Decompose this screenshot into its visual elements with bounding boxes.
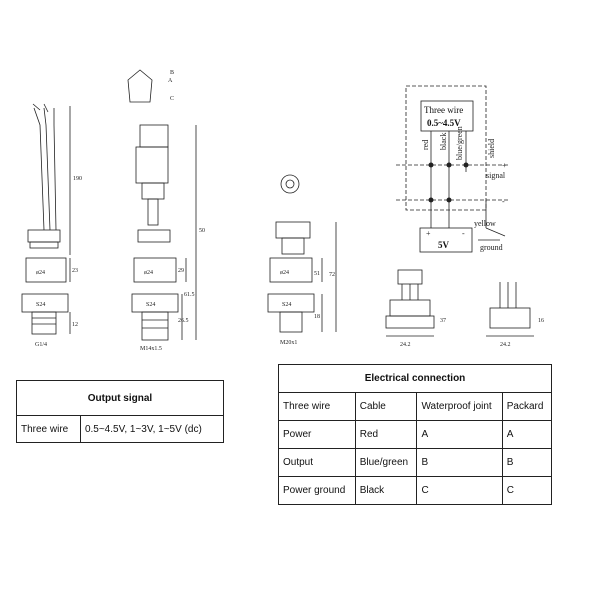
thread-label-3: M20x1 <box>280 340 297 346</box>
dim-small-height-left: 37 <box>440 318 446 324</box>
thread-label-2: M14x1.5 <box>140 346 162 352</box>
dim-mid-29: 29 <box>178 268 184 274</box>
sensor-packard <box>267 174 337 333</box>
electrical-table-title: Electrical connection <box>278 364 552 393</box>
box-title-2: 0.5~4.5V <box>427 118 461 128</box>
signal-plus: + <box>502 161 507 170</box>
dim-right-18: 18 <box>314 314 320 320</box>
pin-b: B <box>170 70 174 76</box>
wire-blue-label: blue/green <box>455 126 464 160</box>
header-cable: Cable <box>354 392 418 421</box>
header-three-wire: Three wire <box>278 392 356 421</box>
side-view-left <box>385 269 435 337</box>
dim-small-height-right: 16 <box>538 318 544 324</box>
dim-right-51: 51 <box>314 271 320 277</box>
row-power-label: Power <box>278 420 356 449</box>
header-packard: Packard <box>501 392 553 421</box>
row-power-waterproof: A <box>416 420 503 449</box>
row-output-label: Output <box>278 448 356 477</box>
sensor-waterproof-joint <box>127 69 197 341</box>
technical-drawing: 190 23 12 ø24 S24 G1/4 50 61.5 29 26.5 ø… <box>21 69 544 352</box>
row-output-packard: B <box>501 448 553 477</box>
row-output-waterproof: B <box>416 448 503 477</box>
row-power-packard: A <box>501 420 553 449</box>
dia-label-1: ø24 <box>36 270 45 276</box>
row-output-cable: Blue/green <box>354 448 418 477</box>
shield-label: shield <box>487 139 496 158</box>
thread-label-1: G1/4 <box>35 342 47 348</box>
dim-small-left: 24.2 <box>400 342 411 348</box>
side-view-right <box>486 282 534 337</box>
row-power-cable: Red <box>354 420 418 449</box>
dim-mid-26: 26.5 <box>178 318 189 324</box>
table-row: Power Red A A <box>278 420 553 449</box>
dia-label-2: ø24 <box>144 270 153 276</box>
row-ground-cable: Black <box>354 476 418 505</box>
signal-minus: - <box>502 197 505 206</box>
row-ground-label: Power ground <box>278 476 356 505</box>
output-table-title: Output signal <box>16 380 224 416</box>
dim-right-72: 72 <box>329 272 335 278</box>
dim-left-thread: 12 <box>72 322 78 328</box>
box-title-1: Three wire <box>424 105 463 115</box>
table-row: Output Blue/green B B <box>278 448 553 477</box>
ground-label: ground <box>480 243 503 252</box>
dim-small-right: 24.2 <box>500 342 511 348</box>
pin-c: C <box>170 96 174 102</box>
yellow-label: yellow <box>474 219 496 228</box>
dia-label-3: ø24 <box>280 270 289 276</box>
wire-red-label: red <box>421 140 430 150</box>
row-ground-waterproof: C <box>416 476 503 505</box>
output-row-label: Three wire <box>16 415 81 443</box>
output-signal-table: Output signal Three wire 0.5~4.5V, 1~3V,… <box>16 380 225 443</box>
wire-black-label: black <box>439 133 448 150</box>
supply-voltage: 5V <box>438 240 450 250</box>
dim-mid-61: 61.5 <box>184 292 195 298</box>
hex-label-3: S24 <box>282 302 291 308</box>
row-ground-packard: C <box>501 476 553 505</box>
dim-mid-total: 50 <box>199 228 205 234</box>
header-waterproof: Waterproof joint <box>416 392 503 421</box>
output-row-value: 0.5~4.5V, 1~3V, 1~5V (dc) <box>79 415 225 443</box>
supply-minus: - <box>462 229 465 238</box>
dim-left-body: 23 <box>72 268 78 274</box>
signal-label: signal <box>486 171 506 180</box>
sensor-cable-type <box>21 103 71 335</box>
dim-cable-length: 190 <box>73 176 82 182</box>
wiring-diagram <box>396 85 510 253</box>
electrical-connection-table: Electrical connection Three wire Cable W… <box>278 364 553 505</box>
table-row: Power ground Black C C <box>278 476 553 505</box>
hex-label-1: S24 <box>36 302 45 308</box>
supply-plus: + <box>426 229 431 238</box>
hex-label-2: S24 <box>146 302 155 308</box>
pin-a: A <box>168 78 173 84</box>
